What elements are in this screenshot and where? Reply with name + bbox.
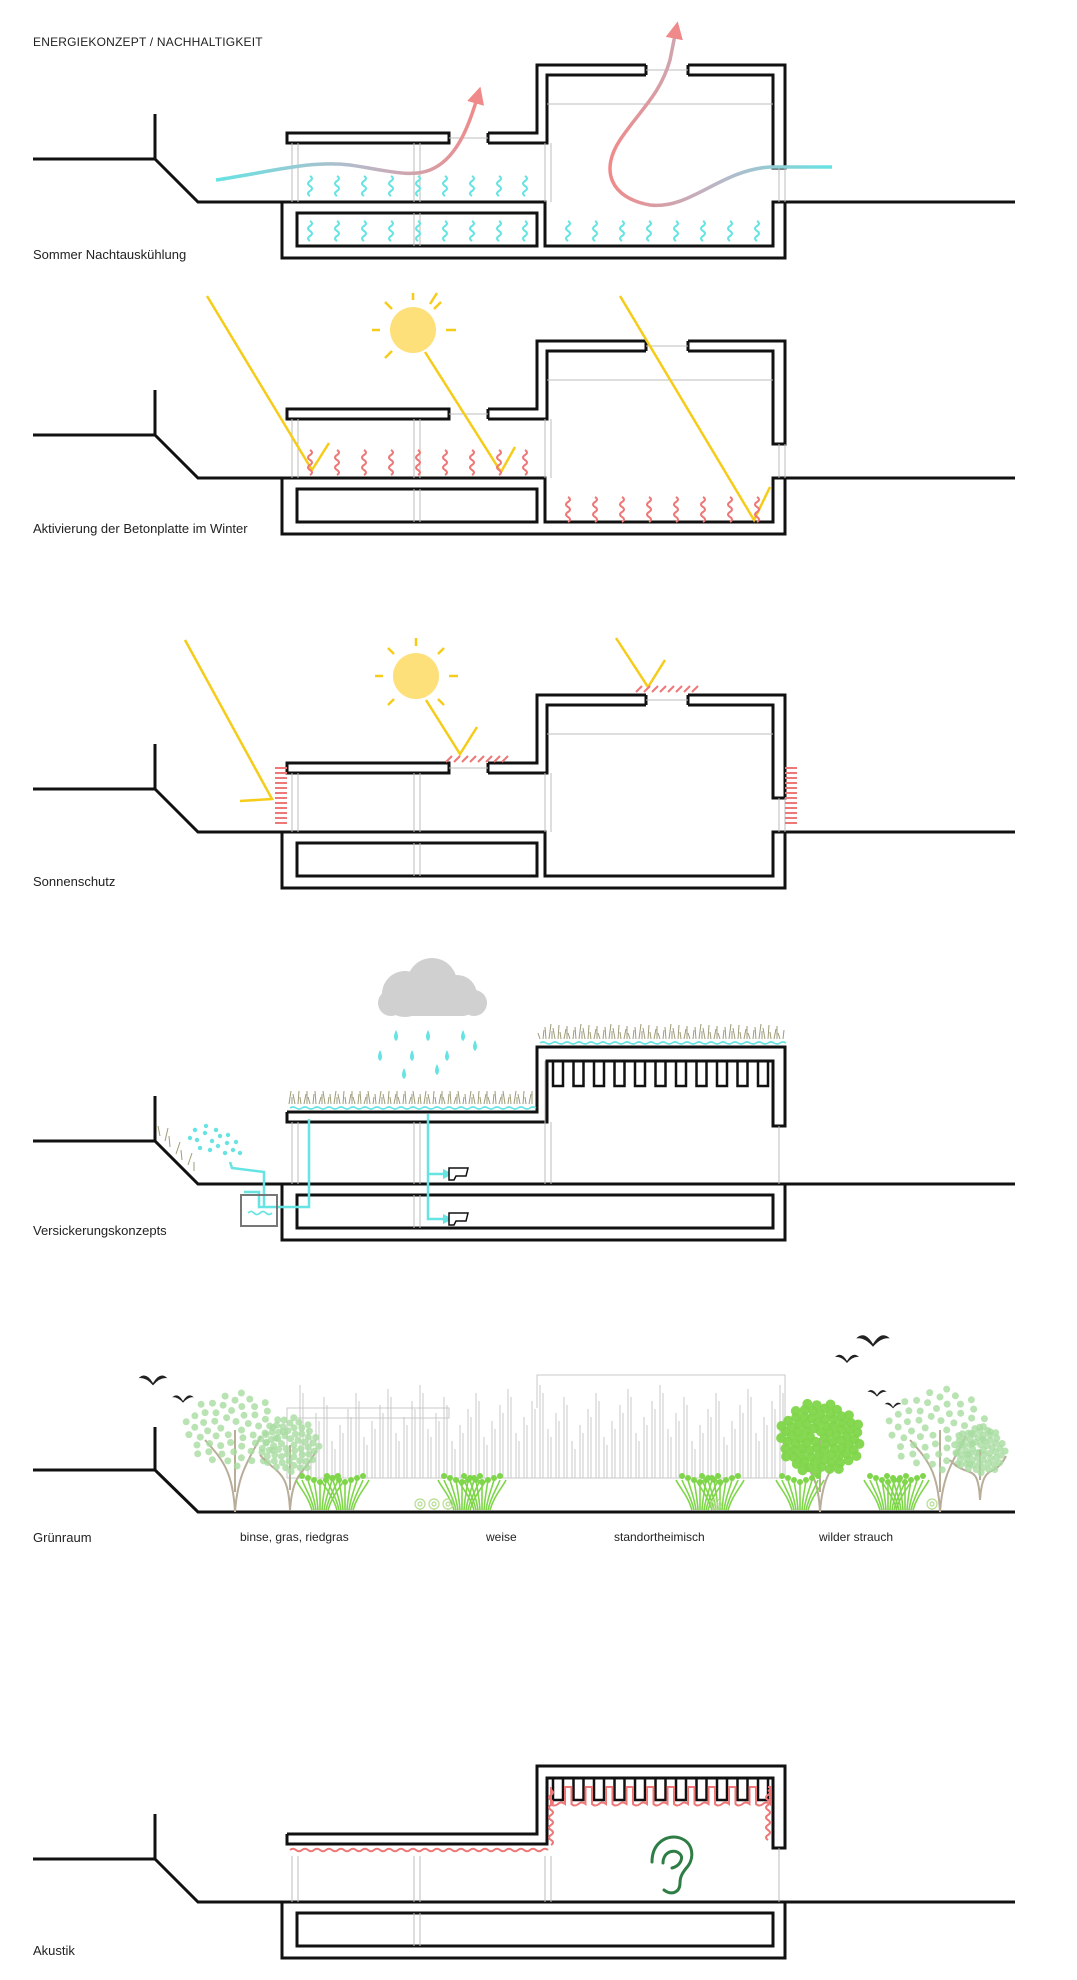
rain-drop-icon <box>473 1040 477 1051</box>
ghost-building-outline <box>286 1374 786 1479</box>
building-section <box>33 339 1015 536</box>
cooling-wave-icons <box>307 175 760 242</box>
bird-icon <box>172 1395 194 1403</box>
rain-drop-icon <box>394 1030 398 1041</box>
acoustic-absorber <box>289 1786 771 1853</box>
shrub-icon <box>775 1473 825 1511</box>
faucet-icon <box>448 1167 469 1226</box>
bird-icon <box>835 1354 859 1363</box>
flower-icon <box>428 1498 440 1510</box>
section-sun-protection <box>33 637 1015 890</box>
bird-icon <box>138 1375 168 1386</box>
terrain-line <box>33 1427 1015 1514</box>
green-roof-grass <box>288 1023 785 1105</box>
building-section <box>33 693 1015 890</box>
rain-drop-icon <box>461 1030 465 1041</box>
bird-icons <box>138 1335 902 1409</box>
page-title: ENERGIEKONZEPT / NACHHALTIGKEIT <box>33 35 263 49</box>
flower-icon <box>926 1498 938 1510</box>
shrub-icon <box>320 1473 370 1511</box>
caption-infiltration: Versickerungskonzepts <box>33 1223 167 1238</box>
caption-green-space: Grünraum <box>33 1530 92 1545</box>
flower-icon <box>710 1498 722 1510</box>
caption-winter-activation: Aktivierung der Betonplatte im Winter <box>33 521 248 536</box>
plant-label-rushes-grasses: binse, gras, riedgras <box>240 1530 349 1544</box>
infiltration-tank <box>240 1194 278 1227</box>
rain-drop-icons <box>378 1030 477 1079</box>
flower-icon <box>442 1498 454 1510</box>
rain-drop-icon <box>402 1068 406 1079</box>
cloud-icon <box>378 958 487 1017</box>
rain-drop-icon <box>435 1064 439 1075</box>
building-section <box>33 1764 1015 1960</box>
rain-drop-icon <box>445 1050 449 1061</box>
shading-devices <box>275 685 797 824</box>
rain-drop-icon <box>410 1050 414 1061</box>
flower-icon <box>414 1498 426 1510</box>
caption-acoustics: Akustik <box>33 1943 75 1958</box>
tree-icon <box>885 1385 994 1513</box>
sun-icon <box>372 292 456 359</box>
shrub-icon <box>880 1473 930 1511</box>
building-section <box>33 1041 1015 1242</box>
shrub-icon <box>457 1473 507 1511</box>
plant-label-willow: weise <box>486 1530 517 1544</box>
bird-icon <box>867 1390 887 1397</box>
section-acoustics <box>33 1764 1015 1960</box>
caption-sun-protection: Sonnenschutz <box>33 874 116 889</box>
trees <box>182 1385 1009 1513</box>
bird-icon <box>856 1335 890 1347</box>
tree-icon <box>776 1398 865 1513</box>
caption-summer-night-cooling: Sommer Nachtauskühlung <box>33 247 187 262</box>
section-infiltration <box>33 958 1015 1242</box>
shrub-icon <box>695 1473 745 1511</box>
slope-grass <box>157 1125 195 1171</box>
section-green-space <box>33 1335 1015 1514</box>
water-pipe <box>228 1114 453 1224</box>
ear-icon <box>650 1835 694 1895</box>
tree-icon <box>949 1423 1009 1501</box>
airflow-lines <box>215 21 832 208</box>
plant-label-native: standortheimisch <box>614 1530 705 1544</box>
section-summer-night-cooling <box>33 21 1015 260</box>
heat-wave-icons <box>307 449 760 523</box>
sun-icon <box>375 638 458 706</box>
plant-label-wild-shrub: wilder strauch <box>819 1530 894 1544</box>
water-spray <box>187 1123 243 1156</box>
bird-icon <box>884 1402 902 1409</box>
section-winter-activation <box>33 292 1015 536</box>
tree-icon <box>257 1414 323 1511</box>
rain-drop-icon <box>426 1030 430 1041</box>
rain-drop-icon <box>378 1050 382 1061</box>
